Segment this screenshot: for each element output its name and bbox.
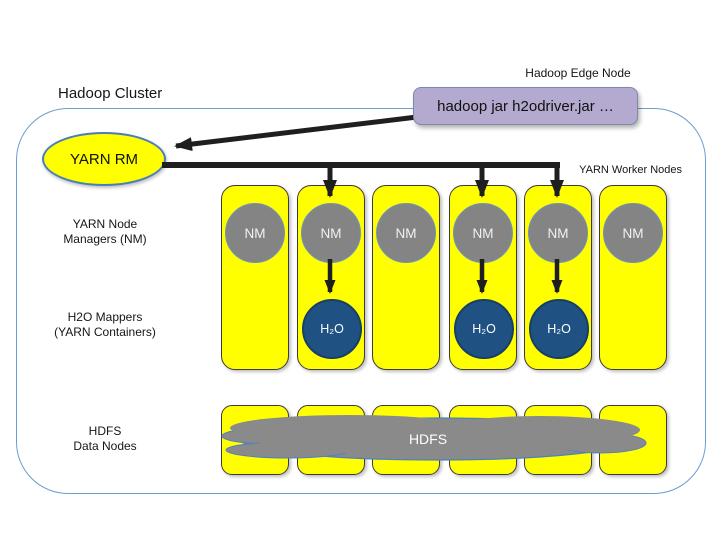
hdfs-cloud-label: HDFS bbox=[408, 431, 448, 447]
row-label-node-managers: YARN Node Managers (NM) bbox=[25, 217, 185, 246]
row-label-line: Data Nodes bbox=[73, 438, 137, 453]
row-label-line: HDFS bbox=[88, 424, 122, 438]
h2o-circle: H₂O bbox=[302, 299, 362, 359]
row-label-line: (YARN Containers) bbox=[54, 324, 156, 339]
row-label-line: YARN Node bbox=[72, 217, 138, 231]
h2o-circle: H₂O bbox=[529, 299, 589, 359]
row-label-line: H2O Mappers bbox=[67, 310, 143, 324]
row-label-line: Managers (NM) bbox=[63, 231, 147, 246]
nm-circle: NM bbox=[453, 203, 513, 263]
worker-node-6: NM bbox=[599, 185, 667, 370]
worker-node-2: NM H₂O bbox=[297, 185, 365, 370]
yarn-rm-ellipse: YARN RM bbox=[42, 132, 166, 186]
hdfs-datanode-2 bbox=[297, 405, 365, 475]
worker-node-4: NM H₂O bbox=[449, 185, 517, 370]
worker-node-5: NM H₂O bbox=[524, 185, 592, 370]
edge-node-label: Hadoop Edge Node bbox=[525, 66, 631, 80]
h2o-circle: H₂O bbox=[454, 299, 514, 359]
hdfs-datanode-1 bbox=[221, 405, 289, 475]
row-label-h2o-mappers: H2O Mappers (YARN Containers) bbox=[25, 310, 185, 339]
worker-nodes-label: YARN Worker Nodes bbox=[579, 164, 682, 176]
nm-circle: NM bbox=[225, 203, 285, 263]
nm-circle: NM bbox=[528, 203, 588, 263]
hdfs-datanode-5 bbox=[524, 405, 592, 475]
hdfs-datanode-6 bbox=[599, 405, 667, 475]
nm-circle: NM bbox=[376, 203, 436, 263]
cluster-title: Hadoop Cluster bbox=[58, 85, 163, 102]
nm-circle: NM bbox=[301, 203, 361, 263]
nm-circle: NM bbox=[603, 203, 663, 263]
edge-node-command-box: hadoop jar h2odriver.jar … bbox=[413, 87, 638, 125]
worker-node-3: NM bbox=[372, 185, 440, 370]
row-label-hdfs-datanodes: HDFS Data Nodes bbox=[25, 424, 185, 453]
worker-node-1: NM bbox=[221, 185, 289, 370]
